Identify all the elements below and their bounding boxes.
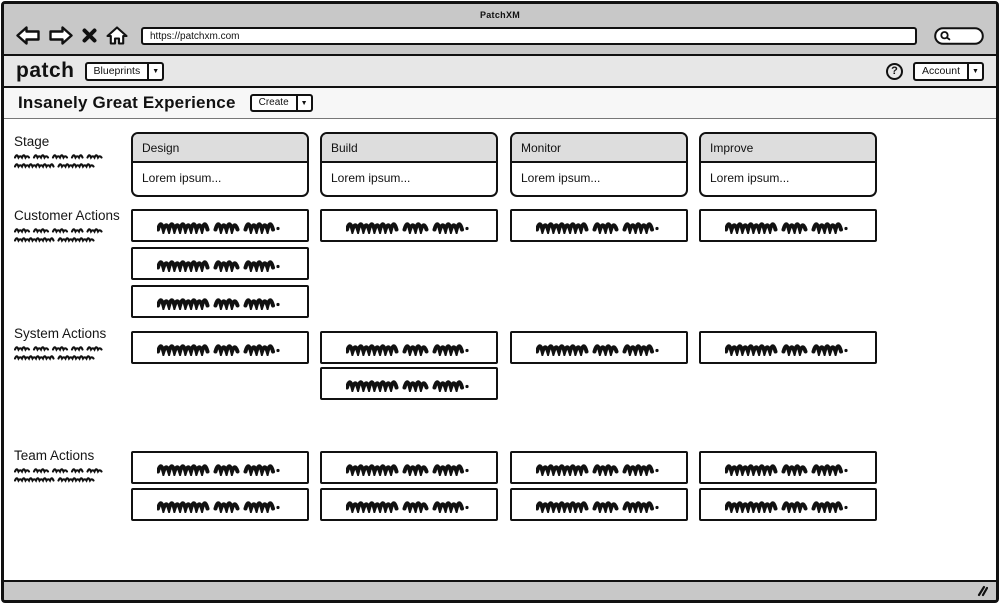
- stage-card-body: Lorem ipsum...: [710, 171, 790, 185]
- scribble-text: [346, 218, 472, 234]
- page-title-row: Insanely Great Experience Create ▼: [4, 88, 996, 119]
- status-bar: [4, 580, 996, 600]
- scribble-text: [14, 466, 132, 485]
- scribble-text: [157, 256, 283, 272]
- row-label-text: System Actions: [14, 326, 107, 341]
- scribble-text: [346, 340, 472, 356]
- scribble-text: [14, 344, 132, 363]
- action-item-customer-actions-build-1[interactable]: [320, 209, 498, 242]
- scribble-text: [157, 340, 283, 356]
- scribble-text: [14, 152, 132, 171]
- stage-card-title: Improve: [701, 134, 875, 163]
- action-item-team-actions-improve-1[interactable]: [699, 451, 877, 484]
- chevron-down-icon: ▼: [295, 96, 311, 110]
- action-item-system-actions-monitor-1[interactable]: [510, 331, 688, 364]
- action-item-team-actions-improve-2[interactable]: [699, 488, 877, 521]
- stage-card-body: Lorem ipsum...: [142, 171, 222, 185]
- url-field[interactable]: https://patchxm.com: [141, 26, 917, 45]
- account-dropdown-label: Account: [922, 64, 960, 77]
- scribble-text: [346, 460, 472, 476]
- scribble-text: [346, 497, 472, 513]
- window-title: PatchXM: [479, 10, 521, 20]
- action-item-customer-actions-monitor-1[interactable]: [510, 209, 688, 242]
- scribble-text: [725, 497, 851, 513]
- forward-arrow-icon[interactable]: [49, 26, 73, 45]
- action-item-customer-actions-design-1[interactable]: [131, 209, 309, 242]
- chevron-down-icon: ▼: [967, 63, 982, 79]
- action-item-customer-actions-improve-1[interactable]: [699, 209, 877, 242]
- stage-card-title: Build: [322, 134, 496, 163]
- home-icon[interactable]: [106, 26, 128, 45]
- back-arrow-icon[interactable]: [16, 26, 40, 45]
- action-item-team-actions-design-2[interactable]: [131, 488, 309, 521]
- scribble-text: [725, 340, 851, 356]
- action-item-team-actions-design-1[interactable]: [131, 451, 309, 484]
- action-item-team-actions-build-1[interactable]: [320, 451, 498, 484]
- help-icon[interactable]: ?: [886, 62, 904, 80]
- scribble-text: [157, 460, 283, 476]
- browser-nav-row: https://patchxm.com: [4, 21, 996, 54]
- action-item-system-actions-build-1[interactable]: [320, 331, 498, 364]
- action-item-team-actions-monitor-1[interactable]: [510, 451, 688, 484]
- stage-card-title: Design: [133, 134, 307, 163]
- scribble-text: [14, 226, 132, 245]
- action-item-system-actions-improve-1[interactable]: [699, 331, 877, 364]
- blueprints-dropdown[interactable]: Blueprints ▼: [84, 61, 165, 81]
- stop-icon[interactable]: [82, 28, 97, 43]
- action-item-team-actions-build-2[interactable]: [320, 488, 498, 521]
- action-item-system-actions-build-2[interactable]: [320, 367, 498, 400]
- action-item-system-actions-design-1[interactable]: [131, 331, 309, 364]
- create-button[interactable]: Create ▼: [249, 94, 313, 112]
- app-logo: patch: [16, 59, 75, 82]
- search-icon[interactable]: [934, 26, 984, 45]
- app-header: patch Blueprints ▼ ? Account ▼: [4, 56, 996, 88]
- scribble-text: [157, 218, 283, 234]
- scribble-text: [536, 460, 662, 476]
- account-dropdown[interactable]: Account ▼: [913, 61, 984, 81]
- scribble-text: [536, 340, 662, 356]
- blueprints-dropdown-label: Blueprints: [93, 64, 141, 77]
- scribble-text: [157, 294, 283, 310]
- stage-card-body: Lorem ipsum...: [331, 171, 411, 185]
- scribble-text: [346, 376, 472, 392]
- stage-card-body: Lorem ipsum...: [521, 171, 601, 185]
- scribble-text: [725, 218, 851, 234]
- action-item-customer-actions-design-3[interactable]: [131, 285, 309, 318]
- scribble-text: [536, 218, 662, 234]
- row-label-customer-actions: Customer Actions: [14, 208, 132, 245]
- row-label-text: Team Actions: [14, 448, 95, 463]
- row-label-stage: Stage: [14, 134, 132, 171]
- stage-card-title: Monitor: [512, 134, 686, 163]
- scribble-text: [536, 497, 662, 513]
- row-label-text: Stage: [14, 134, 50, 149]
- page-title: Insanely Great Experience: [18, 93, 236, 112]
- row-label-text: Customer Actions: [14, 208, 120, 223]
- action-item-customer-actions-design-2[interactable]: [131, 247, 309, 280]
- row-label-team-actions: Team Actions: [14, 448, 132, 485]
- row-label-system-actions: System Actions: [14, 326, 132, 363]
- chevron-down-icon: ▼: [147, 63, 162, 79]
- resize-handle-icon[interactable]: [972, 585, 988, 597]
- action-item-team-actions-monitor-2[interactable]: [510, 488, 688, 521]
- scribble-text: [725, 460, 851, 476]
- create-button-label: Create: [258, 97, 289, 108]
- scribble-text: [157, 497, 283, 513]
- browser-chrome: PatchXM https://patchxm.com: [4, 4, 996, 56]
